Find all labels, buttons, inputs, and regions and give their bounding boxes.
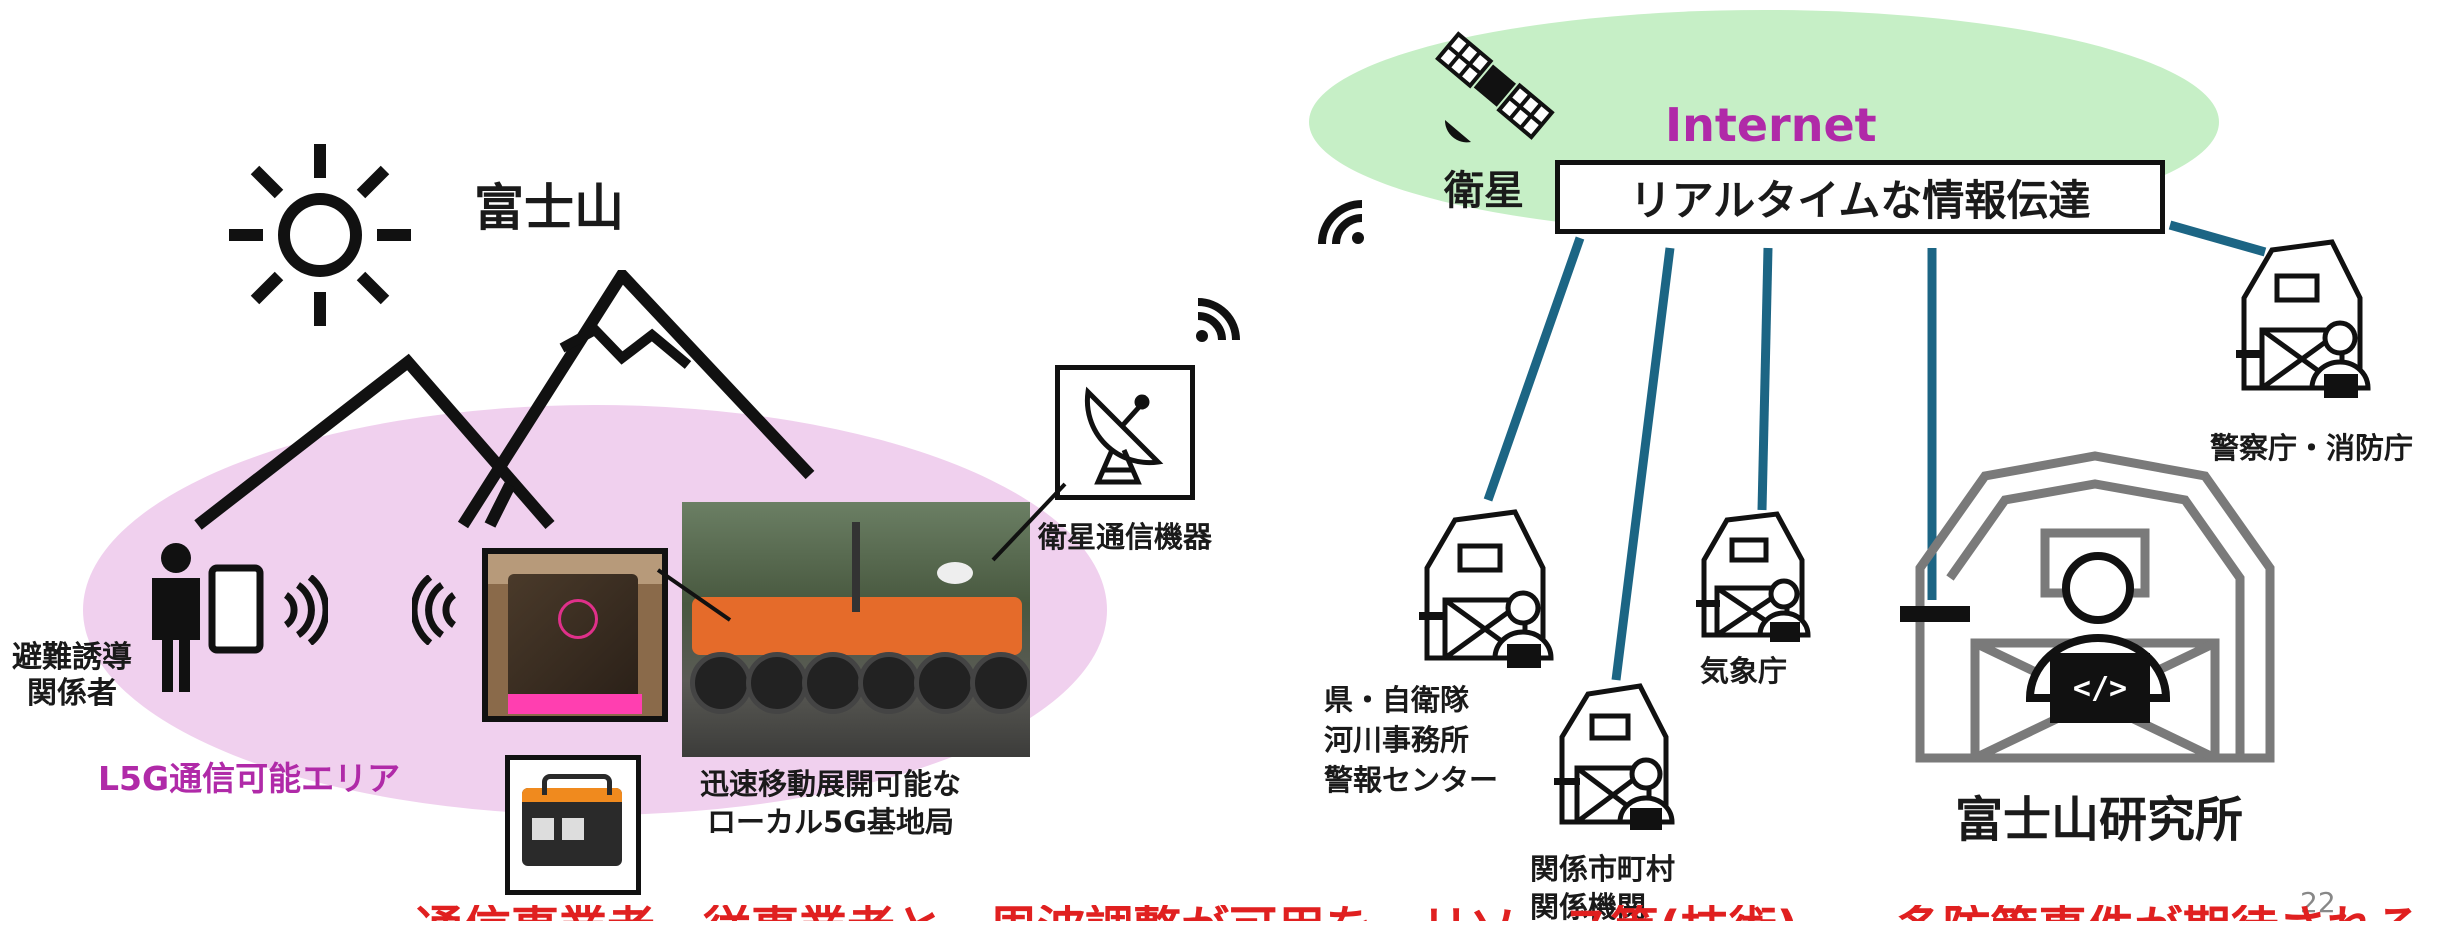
connection-lines [1483, 220, 2267, 681]
evacuation-staff-label: 避難誘導 関係者 [12, 640, 132, 712]
satellite-icon [1435, 31, 1555, 143]
base-station-device-photo [482, 548, 668, 722]
person-with-phone-icon [152, 543, 264, 692]
svg-text:</>: </> [2073, 671, 2127, 706]
callout-line [991, 482, 1067, 562]
mountain-icon [194, 270, 815, 530]
weather-agency-label: 気象庁 [1700, 654, 1788, 688]
page-number: 22 [2300, 886, 2336, 919]
internet-label: Internet [1665, 98, 1877, 152]
municipalities-label: 関係市町村 関係機関 [1530, 850, 1675, 926]
fuji-institute-building-icon: </> [1900, 451, 2275, 763]
police-fire-label: 警察庁・消防庁 [2210, 431, 2414, 465]
evacuation-staff-line1: 避難誘導 [12, 640, 132, 675]
satellite-equipment-label: 衛星通信機器 [1038, 520, 1213, 554]
municipalities-line1: 関係市町村 [1530, 852, 1676, 886]
base-station-line2: ローカル5G基地局 [707, 805, 954, 839]
satellite-dish-icon [1084, 386, 1164, 485]
wireless-signal-icon [1196, 298, 1240, 342]
satellite-label: 衛星 [1444, 168, 1524, 214]
base-station-line1: 迅速移動展開可能な [700, 767, 962, 801]
callout-line [656, 568, 732, 622]
wireless-signal-icon [412, 575, 457, 645]
sun-icon [229, 144, 411, 326]
prefecture-line2: 河川事務所 [1324, 723, 1470, 757]
fuji-institute-label: 富士山研究所 [1955, 792, 2244, 848]
satellite-dish-box [1055, 365, 1195, 500]
mountain-label: 富士山 [474, 179, 624, 237]
portable-power-station-photo [505, 755, 641, 895]
bottom-red-text-content: 通信事業者、従事業者と、周波調整が可用を、リソース等(技術)……多防策事件が期待… [415, 905, 2423, 921]
realtime-info-label: リアルタイムな情報伝達 [1629, 175, 2091, 225]
coverage-area-label: L5G通信可能エリア [98, 759, 401, 798]
organization-building-icon [2236, 239, 2371, 398]
prefecture-line1: 県・自衛隊 [1324, 683, 1470, 717]
realtime-info-box: リアルタイムな情報伝達 [1555, 160, 2165, 234]
organization-building-icon [1419, 509, 1554, 668]
organization-building-icon [1554, 683, 1675, 830]
vehicle-photo [682, 502, 1030, 757]
wireless-signal-icon [283, 575, 328, 645]
prefecture-line3: 警報センター [1324, 763, 1499, 797]
municipalities-line2: 関係機関 [1530, 890, 1647, 924]
evacuation-staff-line2: 関係者 [27, 676, 117, 711]
organization-building-icon [1696, 511, 1811, 642]
wireless-signal-icon [1318, 200, 1364, 245]
bottom-red-text: 通信事業者、従事業者と、周波調整が可用を、リソース等(技術)……多防策事件が期待… [0, 905, 2453, 921]
prefecture-label: 県・自衛隊 河川事務所 警報センター [1324, 680, 1498, 800]
base-station-label: 迅速移動展開可能な ローカル5G基地局 [700, 765, 961, 841]
